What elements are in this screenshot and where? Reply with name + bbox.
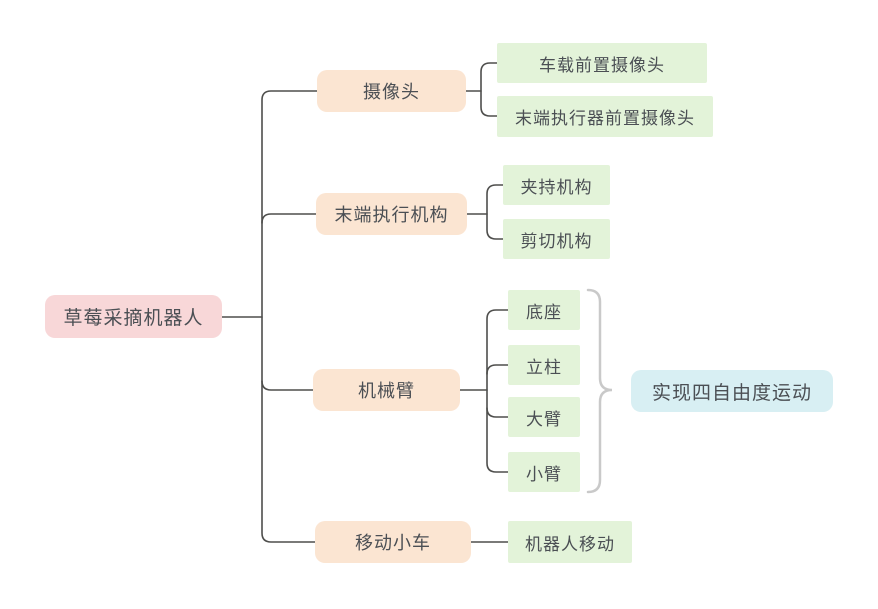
node-leaf-gripper-mechanism[interactable]: 夹持机构: [503, 165, 610, 205]
node-root[interactable]: 草莓采摘机器人: [45, 295, 222, 338]
node-leaf-forearm[interactable]: 小臂: [508, 452, 580, 492]
node-branch-mobile-cart[interactable]: 移动小车: [315, 521, 471, 563]
node-leaf-column[interactable]: 立柱: [508, 345, 580, 385]
connector-endeffector-bracket: [486, 184, 504, 240]
connector-branch3-elbow: [261, 380, 314, 391]
connector-arm-child3-elbow: [486, 407, 509, 418]
node-leaf-endeffector-front-camera[interactable]: 末端执行器前置摄像头: [497, 96, 713, 137]
node-branch-camera[interactable]: 摄像头: [317, 70, 466, 112]
node-leaf-base[interactable]: 底座: [508, 290, 580, 330]
connector-arm-child2-elbow: [486, 364, 509, 375]
node-branch-end-effector[interactable]: 末端执行机构: [316, 193, 467, 235]
connector-main-trunk: [261, 90, 318, 543]
node-leaf-cutting-mechanism[interactable]: 剪切机构: [503, 219, 610, 259]
node-leaf-upper-arm[interactable]: 大臂: [508, 397, 580, 437]
curly-brace: [586, 288, 613, 494]
node-leaf-robot-movement[interactable]: 机器人移动: [508, 521, 632, 563]
node-branch-robotic-arm[interactable]: 机械臂: [313, 369, 460, 411]
node-annotation-four-dof[interactable]: 实现四自由度运动: [631, 370, 833, 412]
node-leaf-vehicle-front-camera[interactable]: 车载前置摄像头: [497, 43, 707, 83]
connector-arm-bracket: [486, 309, 509, 473]
connector-branch2-elbow: [261, 213, 317, 224]
connector-camera-bracket: [480, 62, 498, 117]
